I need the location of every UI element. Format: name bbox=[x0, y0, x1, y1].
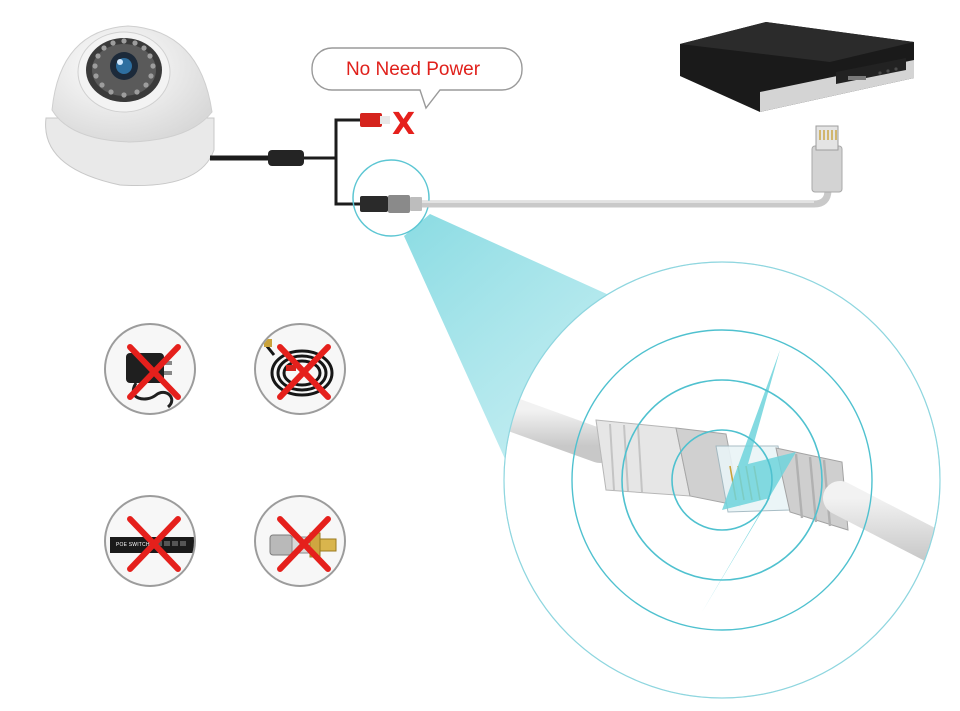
camera-pigtail-cable bbox=[210, 113, 422, 213]
nvr-icon bbox=[680, 22, 914, 112]
network-cable bbox=[422, 160, 832, 208]
no-need-power-label: No Need Power bbox=[345, 59, 481, 80]
power-bolt-icon bbox=[702, 350, 796, 612]
coax-cable-icon bbox=[264, 344, 334, 397]
zoom-detail bbox=[503, 261, 941, 699]
cross-icon bbox=[277, 344, 331, 400]
callout-bubble bbox=[311, 47, 523, 110]
rj45-plug-icon bbox=[811, 125, 843, 193]
cross-icon bbox=[127, 516, 181, 572]
no-bnc-connector-badge bbox=[254, 495, 346, 587]
poe-switch-label: POE SWITCH bbox=[116, 542, 150, 548]
no-coax-cable-badge bbox=[254, 323, 346, 415]
dome-camera-icon bbox=[45, 25, 215, 187]
bnc-connector-icon bbox=[269, 532, 337, 558]
unplugged-x-mark: X bbox=[392, 107, 415, 142]
no-power-adapter-badge bbox=[104, 323, 196, 415]
connection-highlight-circle bbox=[352, 159, 430, 237]
cross-icon bbox=[277, 516, 331, 572]
cross-icon bbox=[127, 344, 181, 400]
no-poe-switch-badge: POE SWITCH bbox=[104, 495, 196, 587]
